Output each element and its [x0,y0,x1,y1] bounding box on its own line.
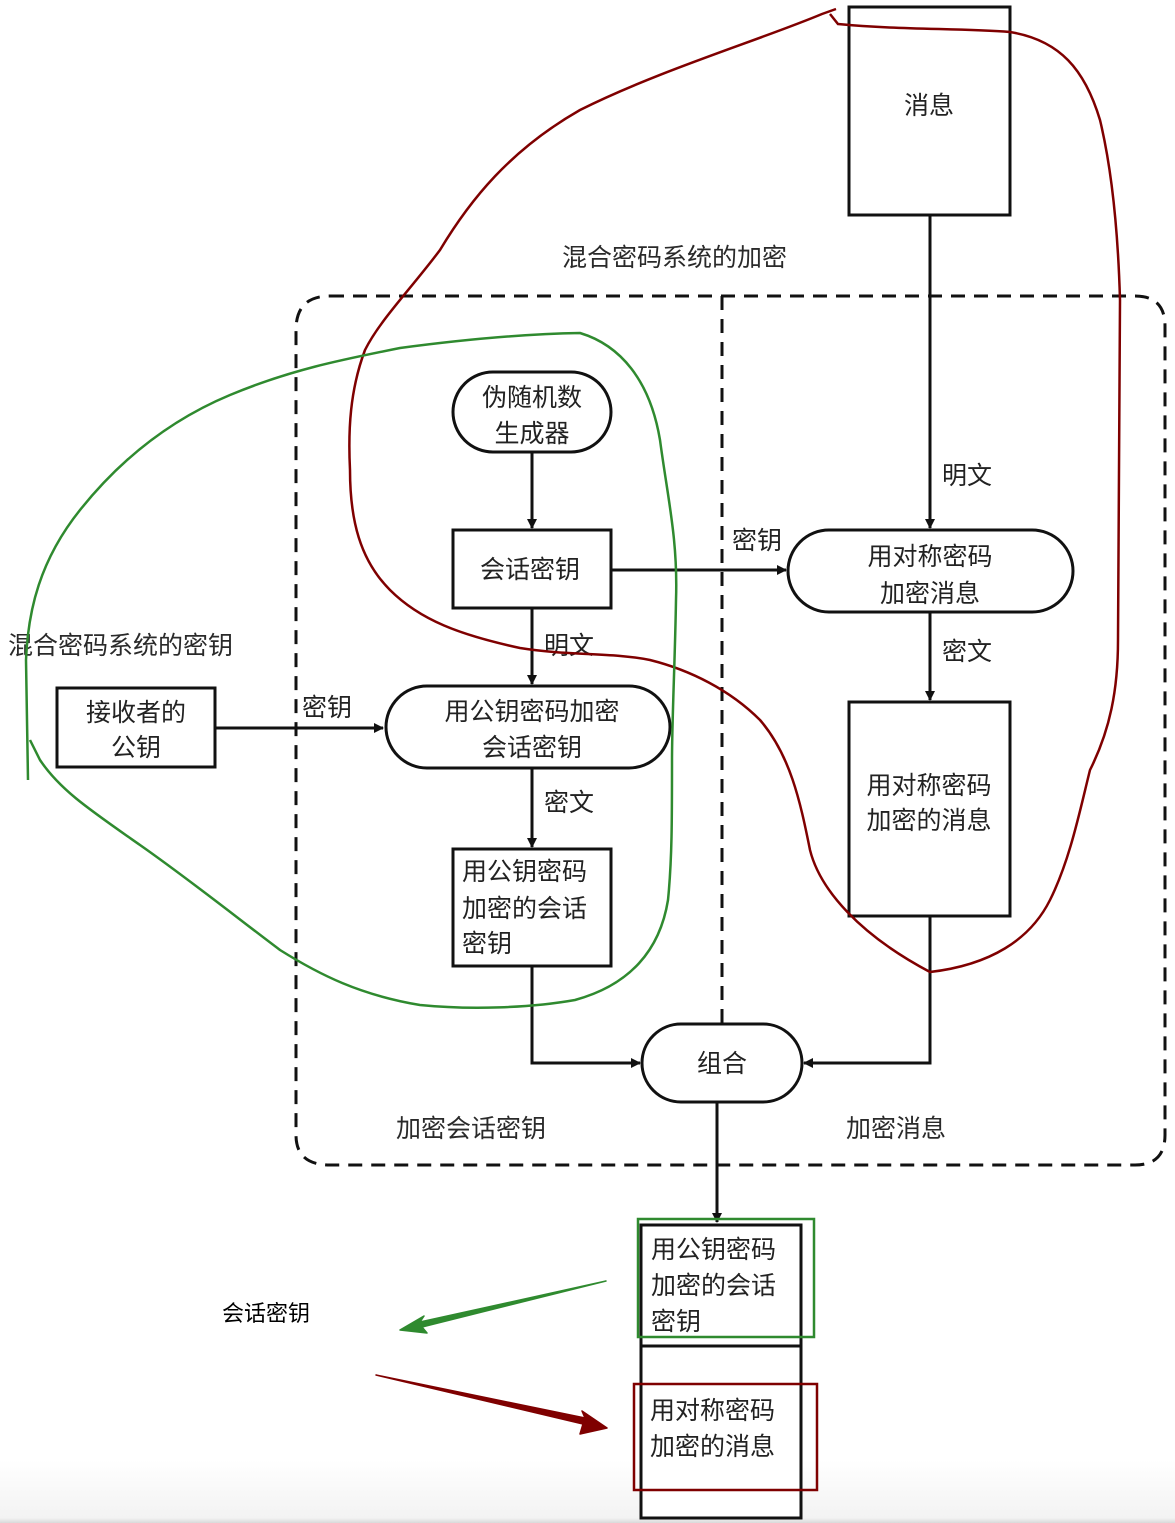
edge-label-plaintext-1: 明文 [942,461,992,490]
green-freehand-outline [24,331,678,1009]
edge-label-ciphertext-2: 密文 [544,788,594,817]
receiver-pubkey-label-2: 公钥 [111,733,161,762]
session-key-note: 会话密钥 [222,1302,310,1327]
pk-result-label-2: 加密的会话 [462,894,587,923]
edge-label-plaintext-2: 明文 [544,631,594,660]
sym-result-label-1: 用对称密码 [866,771,991,800]
pk-encrypt-node [384,684,672,770]
prng-label-1: 伪随机数 [482,383,582,412]
sym-result-label-2: 加密的消息 [866,806,991,835]
message-box [847,5,1012,217]
edge-pk-result-to-combine [530,966,641,1068]
edge-label-key-2: 密钥 [302,693,352,722]
right-sub-title: 加密消息 [846,1114,946,1143]
receiver-pubkey-label-1: 接收者的 [86,698,186,727]
pk-result-label-3: 密钥 [462,929,512,958]
edge-label-ciphertext-1: 密文 [942,637,992,666]
out-pk-label-3: 密钥 [651,1307,701,1336]
key-section-title: 混合密码系统的密钥 [8,631,233,660]
message-label: 消息 [904,91,954,120]
pk-encrypt-label-2: 会话密钥 [482,733,582,762]
pk-result-box [451,847,613,968]
red-freehand-outline [348,7,1122,974]
session-key-box [451,528,613,610]
pk-result-label-1: 用公钥密码 [462,857,587,886]
out-sym-label-1: 用对称密码 [650,1396,775,1425]
out-pk-label-1: 用公钥密码 [651,1235,776,1264]
sym-encrypt-label-1: 用对称密码 [867,542,992,571]
red-arrow [375,1374,608,1435]
combine-label: 组合 [697,1049,747,1078]
encryption-section-title: 混合密码系统的加密 [562,243,787,272]
edge-label-key-1: 密钥 [732,526,782,555]
red-highlight-box [632,1382,819,1492]
green-highlight-box [636,1217,816,1339]
combine-node [640,1022,804,1104]
encryption-container [294,294,1167,1167]
receiver-pubkey-box [55,686,217,769]
out-sym-label-2: 加密的消息 [650,1432,775,1461]
left-sub-title: 加密会话密钥 [396,1114,546,1143]
output-stack [639,1223,803,1520]
out-pk-label-2: 加密的会话 [651,1271,776,1300]
green-arrow [399,1280,607,1334]
pk-encrypt-label-1: 用公钥密码加密 [444,697,619,726]
prng-label-2: 生成器 [494,419,569,448]
edge-sym-result-to-combine [803,916,932,1068]
sym-encrypt-label-2: 加密消息 [880,579,980,608]
session-key-label: 会话密钥 [480,555,580,584]
